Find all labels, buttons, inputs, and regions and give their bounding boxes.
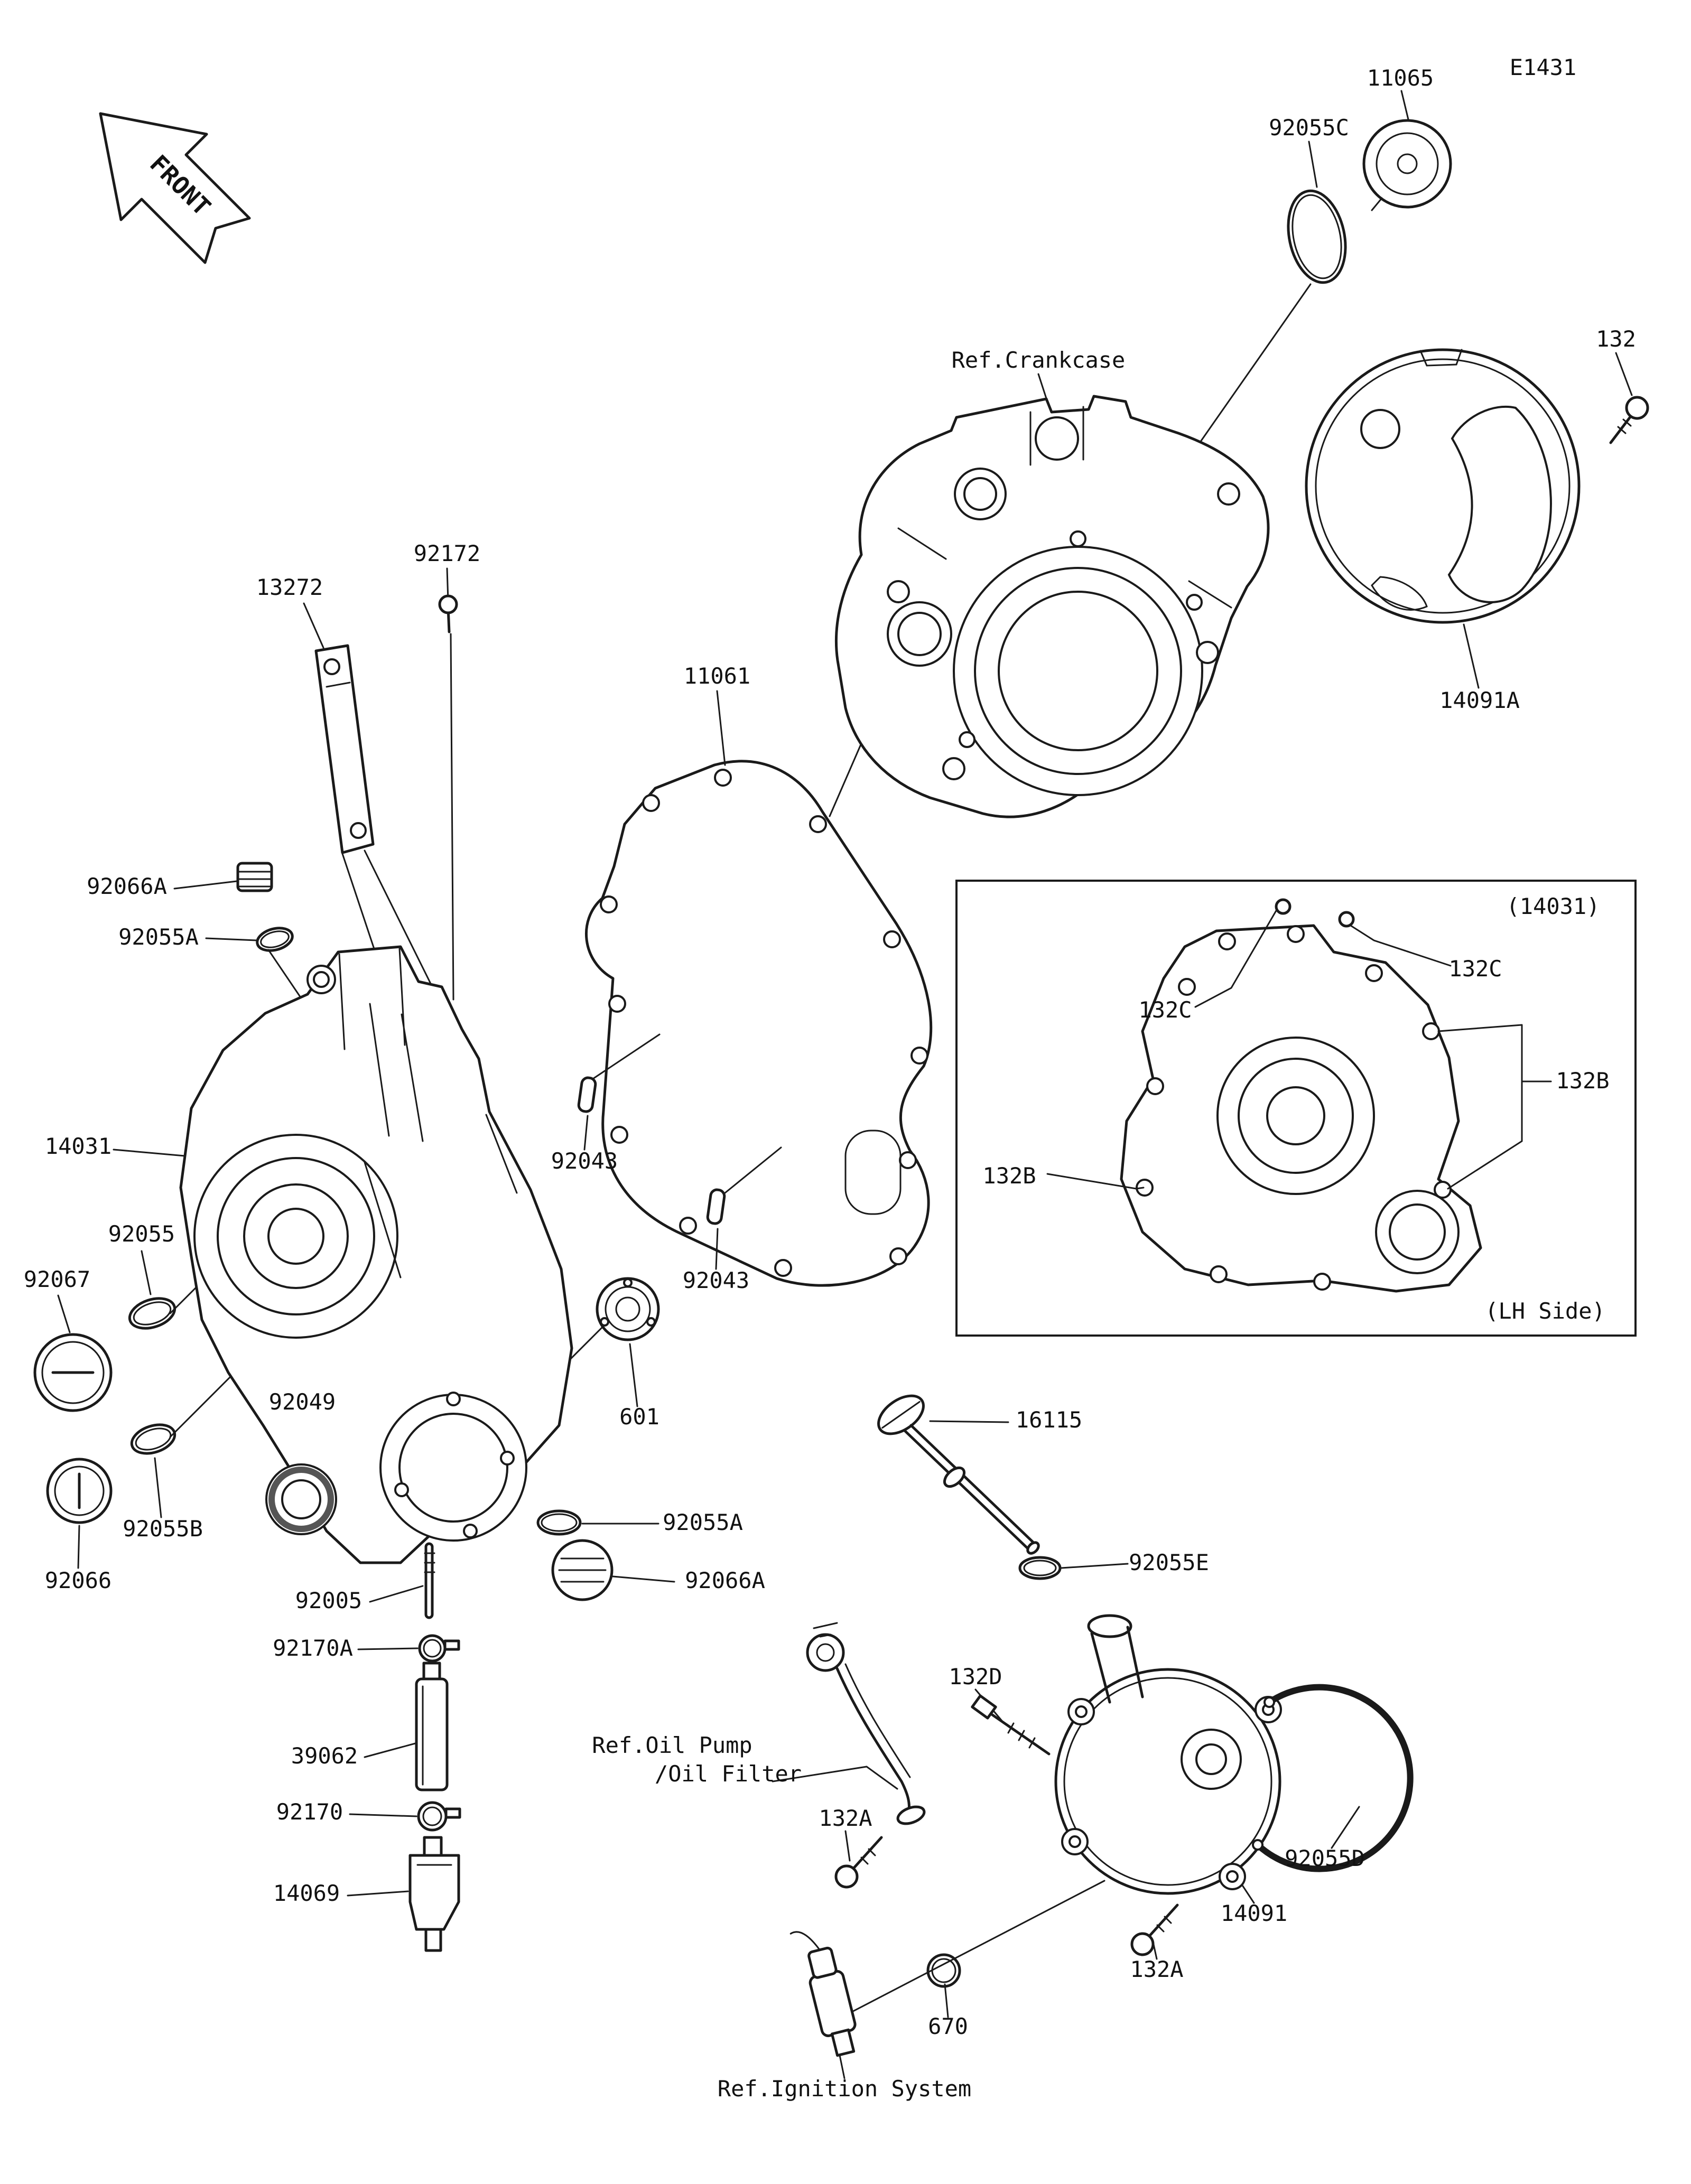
oil-pipe [806,1622,926,1825]
label-92066A-center: 92066A [685,1567,765,1593]
part-13272-bracket [314,644,375,854]
part-92172-screw [438,594,458,633]
inset-box [955,880,1637,1337]
label-132B-left: 132B [982,1163,1036,1189]
part-92055A-center-oring [536,1509,582,1536]
label-14091: 14091 [1221,1900,1287,1926]
label-92170A: 92170A [273,1635,353,1661]
label-92170: 92170 [276,1799,343,1825]
label-132B-right: 132B [1556,1068,1609,1094]
part-16115-dipstick [877,1394,1040,1555]
label-14091A: 14091A [1439,687,1520,713]
label-ref-crankcase: Ref.Crankcase [952,347,1126,373]
part-39062-tube [415,1662,449,1791]
label-16115: 16115 [1016,1407,1082,1433]
label-92005: 92005 [295,1588,362,1613]
label-92055: 92055 [108,1221,175,1247]
label-92066: 92066 [45,1567,112,1593]
part-92067-cap [33,1333,113,1412]
part-92043-pin-upper [577,1076,597,1113]
label-11065: 11065 [1367,65,1434,91]
label-92043-lower: 92043 [683,1267,749,1293]
part-92055-oring [128,1297,176,1330]
label-132: 132 [1596,326,1636,352]
label-132A-upper: 132A [819,1805,872,1831]
label-ref-oil-filter: /Oil Filter [655,1761,802,1787]
part-132A-upper-screw [834,1836,883,1889]
part-92055D-snapring [1252,1684,1414,1872]
label-132C-right: 132C [1448,956,1502,982]
label-92055C: 92055C [1269,115,1349,141]
label-92055B: 92055B [123,1516,203,1542]
part-92055A-left-oring [256,927,294,952]
part-14069-breather [408,1836,460,1952]
label-92049: 92049 [269,1389,336,1415]
label-11061: 11061 [684,663,750,689]
part-92043-pin-lower [706,1188,726,1225]
part-92049-seal [265,1463,337,1535]
part-14031-cover [179,945,573,1564]
label-92066A-left: 92066A [87,873,167,899]
part-14091A-plate [1305,348,1581,624]
front-arrow: FRONT [99,112,251,264]
label-ref-oil-pump: Ref.Oil Pump [592,1732,752,1758]
label-92172: 92172 [414,540,480,566]
label-132A-lower: 132A [1130,1956,1183,1982]
label-14069: 14069 [273,1880,340,1906]
label-92055A-left: 92055A [118,924,199,950]
label-diagram-code: E1431 [1510,54,1576,80]
part-601-bearing [596,1277,660,1341]
label-92067: 92067 [24,1266,90,1292]
label-670: 670 [928,2013,968,2039]
part-92170A-clamp [418,1634,460,1663]
label-132D: 132D [949,1664,1002,1690]
part-132A-lower-screw [1130,1903,1179,1956]
label-14031: 14031 [45,1133,112,1159]
part-92055C-oring [1287,189,1347,284]
part-11065-cap [1362,119,1452,211]
label-92055A-center: 92055A [663,1509,743,1535]
label-ref-ignition: Ref.Ignition System [718,2076,971,2102]
part-92055B-oring [130,1423,176,1455]
part-92055E-oring [1018,1556,1062,1580]
part-132D-bolt [971,1694,1051,1756]
part-92066-plug [46,1458,113,1524]
label-39062: 39062 [291,1743,358,1769]
part-132-bolt [1609,396,1649,444]
label-inset-title: (14031) [1506,893,1600,919]
label-inset-side: (LH Side) [1485,1298,1605,1324]
label-132C-left: 132C [1138,997,1192,1023]
part-92066A-left-cap [236,862,273,892]
label-92055D: 92055D [1285,1845,1365,1871]
label-92055E: 92055E [1129,1550,1209,1575]
crankcase-drawing [834,395,1270,818]
part-92170-clamp [417,1801,461,1832]
part-92005-stud [424,1542,435,1619]
part-670-oring [926,1953,961,1988]
ignition-sensor [789,1931,857,2057]
label-13272: 13272 [256,574,323,600]
part-11061-gasket [585,760,933,1287]
label-92043-upper: 92043 [551,1148,618,1174]
part-14091-cover [1054,1614,1282,1895]
label-601: 601 [619,1404,659,1430]
part-92066A-center-plug [551,1539,614,1601]
